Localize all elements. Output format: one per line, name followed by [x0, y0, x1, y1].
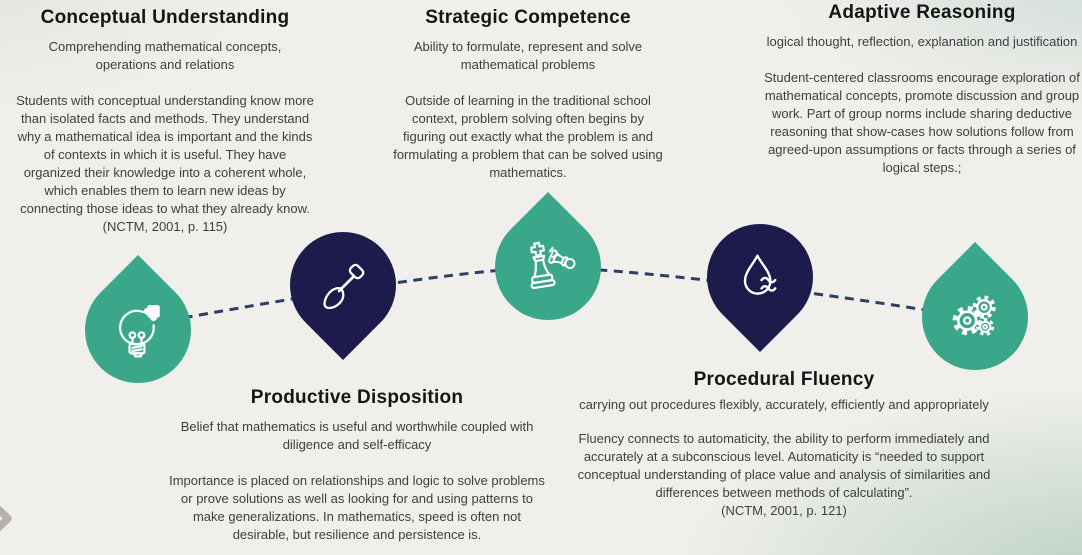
strand-subtitle: carrying out procedures flexibly, accura…: [579, 397, 989, 412]
strand-section-conceptual-understanding: Conceptual Understanding Comprehending m…: [15, 6, 315, 236]
strand-subtitle: Belief that mathematics is useful and wo…: [180, 419, 534, 452]
strand-subtitle: logical thought, reflection, explanation…: [766, 34, 1078, 49]
drop-marker-productive-disposition: [268, 210, 418, 360]
shovel-icon: [323, 263, 365, 310]
drop-marker-procedural-fluency: [685, 202, 835, 352]
strand-section-strategic-competence: Strategic Competence Ability to formulat…: [392, 6, 664, 182]
strand-title: Productive Disposition: [250, 387, 464, 408]
strand-title: Procedural Fluency: [693, 369, 875, 390]
strand-citation: (NCTM, 2001, p. 121): [721, 503, 847, 518]
strand-section-adaptive-reasoning: Adaptive Reasoning logical thought, refl…: [763, 1, 1081, 177]
strand-title: Adaptive Reasoning: [828, 2, 1016, 23]
strand-title: Strategic Competence: [425, 7, 631, 28]
water-drop-waves-icon: [743, 254, 777, 295]
next-arrow-icon[interactable]: [0, 503, 17, 535]
chess-pieces-icon: [530, 241, 576, 290]
strand-body: Importance is placed on relationships an…: [169, 473, 545, 542]
strand-subtitle: Comprehending mathematical concepts, ope…: [48, 39, 282, 72]
lightbulb-puzzle-icon: [119, 305, 160, 358]
drop-marker-strategic-competence: [473, 192, 623, 342]
strand-body: Students with conceptual understanding k…: [16, 93, 314, 216]
strand-subtitle: Ability to formulate, represent and solv…: [413, 39, 643, 72]
strand-title: Conceptual Understanding: [40, 7, 290, 28]
strand-citation: (NCTM, 2001, p. 115): [102, 219, 228, 234]
strand-body: Outside of learning in the traditional s…: [393, 93, 663, 180]
drop-marker-adaptive-reasoning: [900, 242, 1050, 392]
strand-section-productive-disposition: Productive Disposition Belief that mathe…: [165, 386, 549, 544]
drop-marker-conceptual-understanding: [63, 255, 213, 405]
strand-section-procedural-fluency: Procedural Fluency carrying out procedur…: [566, 368, 1002, 520]
strand-body: Fluency connects to automaticity, the ab…: [577, 431, 991, 500]
strand-body: Student-centered classrooms encourage ex…: [764, 70, 1080, 175]
gears-icon: [952, 295, 996, 336]
